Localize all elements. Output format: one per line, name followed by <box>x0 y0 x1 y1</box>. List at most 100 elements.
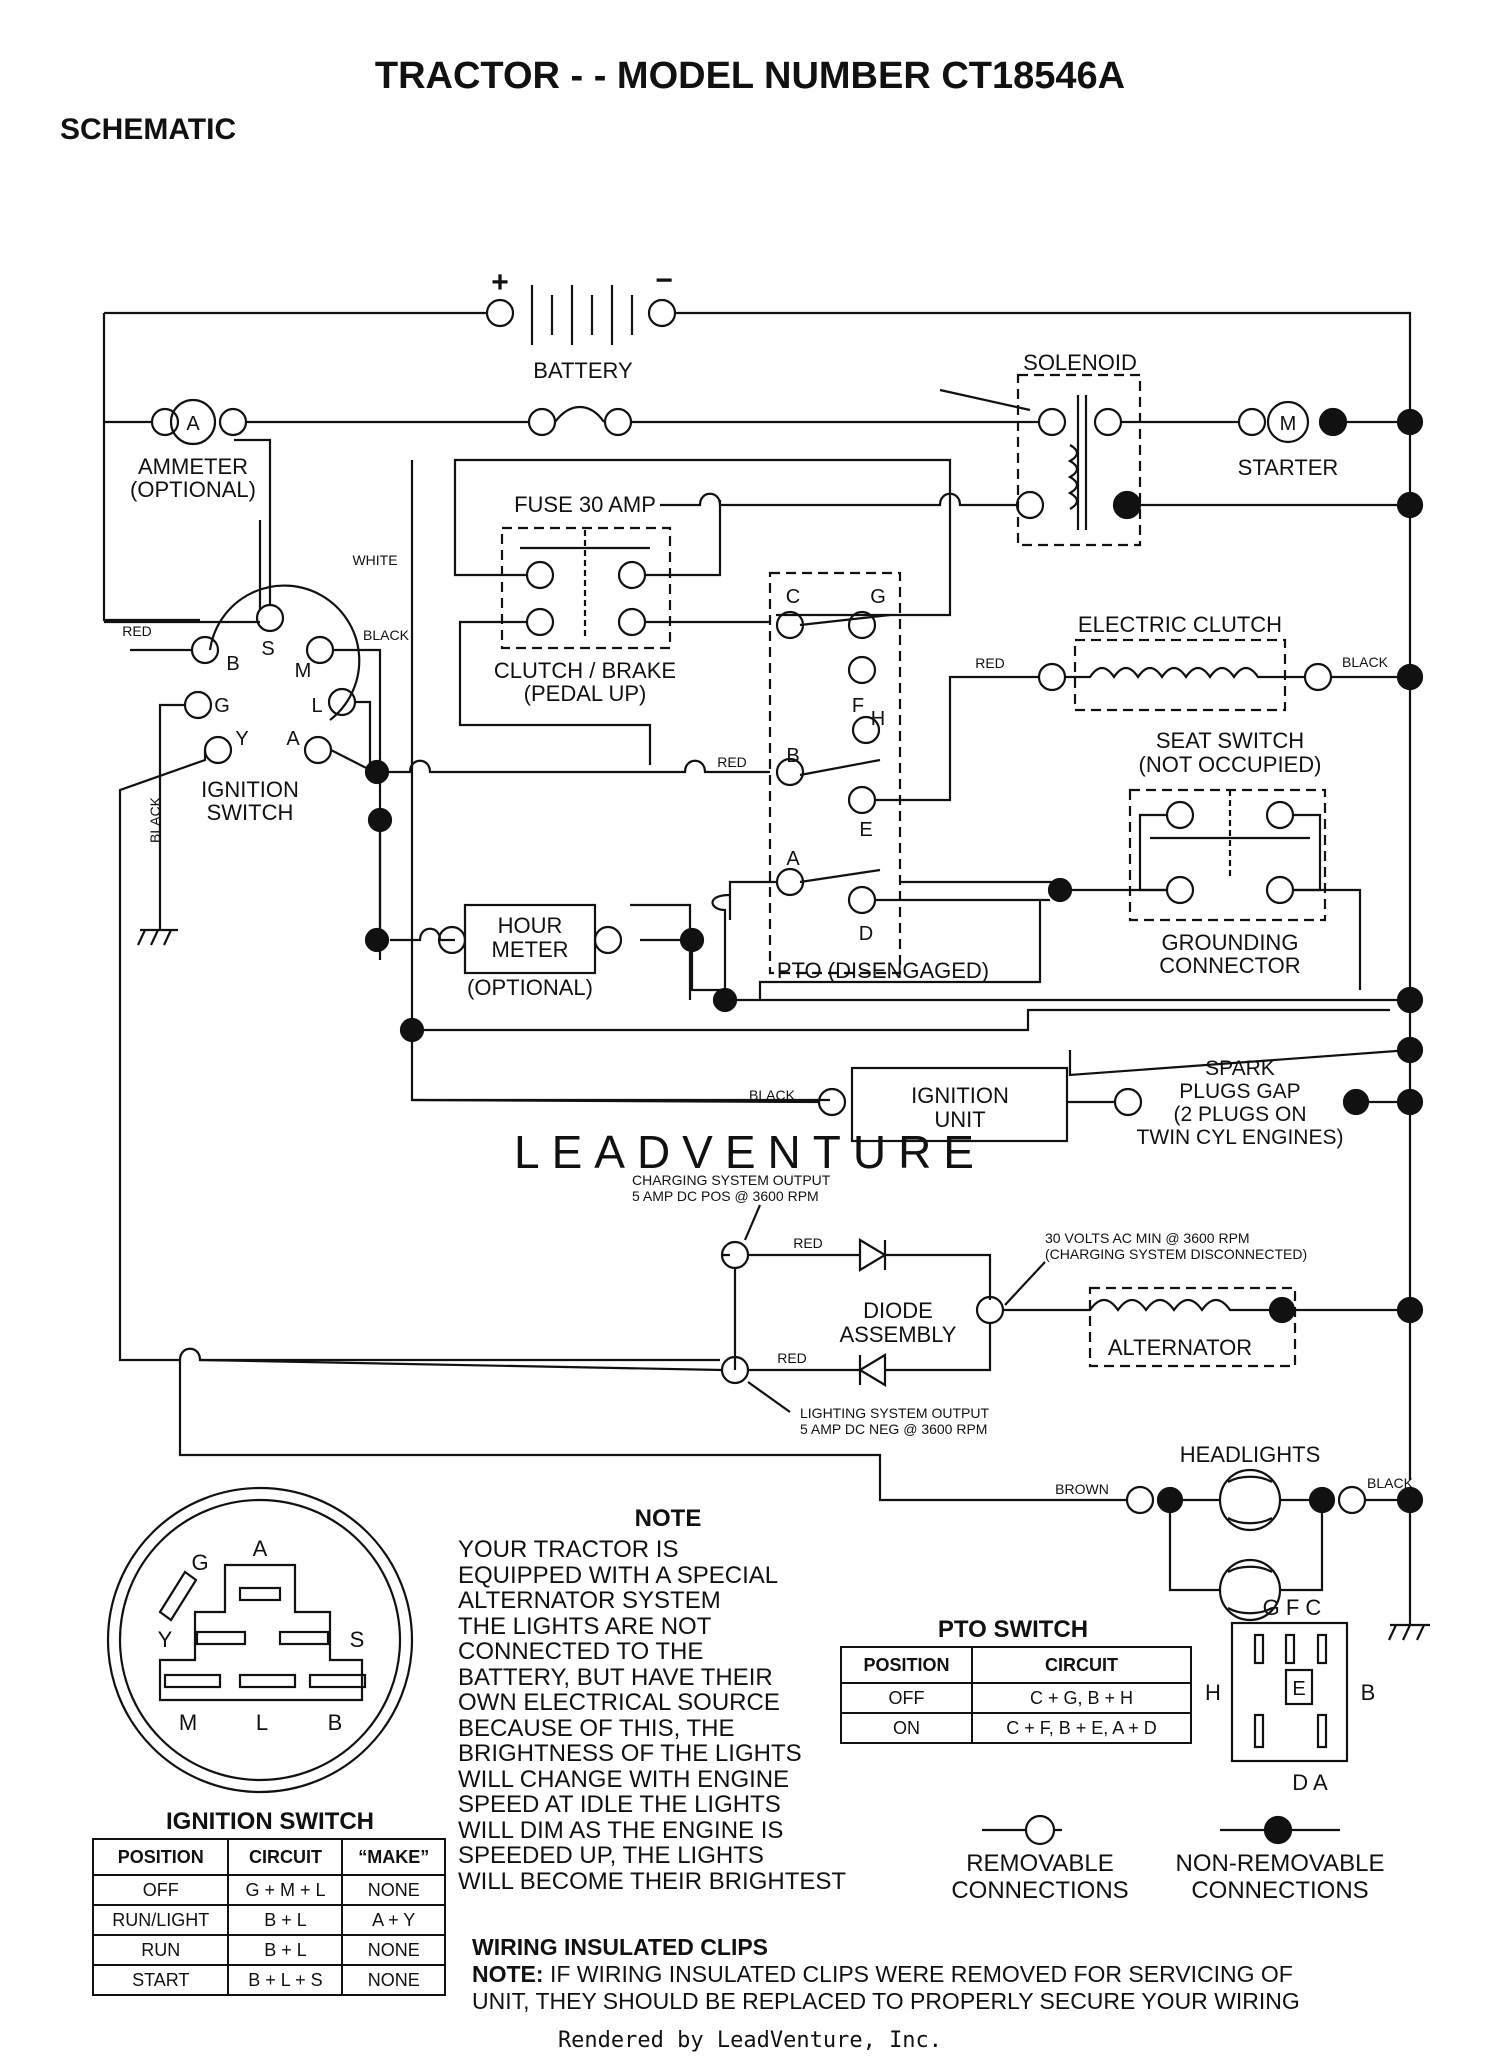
wire-label-red-clutch: RED <box>975 655 1005 671</box>
wire-label-black-headlights: BLACK <box>1367 1475 1414 1491</box>
charging-output-label-2: 5 AMP DC POS @ 3600 RPM <box>632 1188 819 1204</box>
table-cell: C + G, B + H <box>970 1682 1193 1714</box>
note-line: CONNECTED TO THE <box>458 1638 704 1665</box>
ign-terminal-g: G <box>214 695 230 717</box>
diode-assembly-label-2: ASSEMBLY <box>840 1322 957 1347</box>
pto-face-letters-top: G F C <box>1263 1595 1322 1620</box>
legend-non-removable-line-1: NON-REMOVABLE <box>1175 1850 1385 1877</box>
note-line: SPEED AT IDLE THE LIGHTS <box>458 1791 781 1818</box>
table-row: ON C + F, B + E, A + D <box>840 1712 1193 1744</box>
table-cell: RUN <box>91 1934 230 1966</box>
clips-line-2: UNIT, THEY SHOULD BE REPLACED TO PROPERL… <box>472 1988 1300 2014</box>
ignition-table-header: POSITION <box>91 1838 230 1876</box>
table-row: RUN B + L NONE <box>91 1934 446 1966</box>
alternator-note-1: 30 VOLTS AC MIN @ 3600 RPM <box>1045 1230 1250 1246</box>
clutch-brake-label-2: (PEDAL UP) <box>524 681 647 706</box>
pto-face-letters-bottom: D A <box>1292 1770 1328 1795</box>
pto-terminal-d: D <box>859 923 873 945</box>
note-line: SPEEDED UP, THE LIGHTS <box>458 1842 764 1869</box>
ammeter-label-2: (OPTIONAL) <box>130 477 256 502</box>
starter-label: STARTER <box>1238 455 1339 480</box>
ignition-unit-box <box>850 1066 1069 1143</box>
note-section: NOTE YOUR TRACTOR IS EQUIPPED WITH A SPE… <box>458 1505 878 1894</box>
note-title: NOTE <box>634 1505 702 1532</box>
pto-terminal-c: C <box>786 586 800 608</box>
wire-label-black-ground: BLACK <box>147 796 163 843</box>
ammeter-symbol: A <box>186 413 200 435</box>
ignition-switch-label-1: IGNITION <box>201 777 299 802</box>
fuse-link-terminal-right <box>603 407 633 437</box>
diode-assembly-label-1: DIODE <box>863 1298 933 1323</box>
headlight-top <box>1218 1468 1282 1532</box>
solenoid-box <box>1016 373 1142 547</box>
legend-removable-line-2: CONNECTIONS <box>951 1877 1129 1904</box>
electric-clutch-label: ELECTRIC CLUTCH <box>1078 612 1282 637</box>
battery-label: BATTERY <box>533 358 633 383</box>
ammeter-label-1: AMMETER <box>138 454 248 479</box>
hour-meter-label-1: HOUR <box>498 913 563 938</box>
grounding-connector-label-1: GROUNDING <box>1162 930 1299 955</box>
pto-terminal-f: F <box>852 695 864 717</box>
wire-label-red-pto: RED <box>717 754 747 770</box>
note-line: OWN ELECTRICAL SOURCE <box>458 1689 780 1716</box>
ignition-unit-label-1: IGNITION <box>911 1083 1009 1108</box>
legend-removable-line-1: REMOVABLE <box>966 1850 1114 1877</box>
lighting-output-label-1: LIGHTING SYSTEM OUTPUT <box>800 1405 989 1421</box>
note-line: ALTERNATOR SYSTEM <box>458 1587 721 1614</box>
spark-plugs-label-3: (2 PLUGS ON <box>1173 1103 1306 1126</box>
ignition-switch-label-2: SWITCH <box>207 800 294 825</box>
ignition-switch-table: POSITION CIRCUIT “MAKE” OFF G + M + L NO… <box>91 1838 446 1996</box>
clips-line-1: NOTE: IF WIRING INSULATED CLIPS WERE REM… <box>472 1961 1300 1988</box>
ign-terminal-l: L <box>311 695 322 717</box>
wire-label-black-clutch: BLACK <box>1342 654 1389 670</box>
note-line: BRIGHTNESS OF THE LIGHTS <box>458 1740 802 1767</box>
note-line: WILL CHANGE WITH ENGINE <box>458 1765 790 1793</box>
table-cell: OFF <box>840 1682 973 1714</box>
spark-plugs-label-2: PLUGS GAP <box>1179 1080 1300 1103</box>
ignition-table-header: CIRCUIT <box>227 1838 344 1876</box>
table-cell: RUN/LIGHT <box>91 1904 230 1936</box>
ground-symbol-left <box>137 928 178 946</box>
table-cell: NONE <box>341 1964 446 1996</box>
pto-table-title: PTO SWITCH <box>937 1616 1089 1643</box>
note-line: WILL BECOME THEIR BRIGHTEST <box>458 1867 847 1895</box>
fuse-box <box>500 526 672 650</box>
seat-switch-box <box>1128 788 1327 922</box>
ground-symbol-right <box>1388 1623 1430 1641</box>
grounding-connector-label-2: CONNECTOR <box>1159 953 1300 978</box>
battery-minus: − <box>655 264 673 297</box>
table-cell: G + M + L <box>227 1874 344 1906</box>
clutch-brake-label-1: CLUTCH / BRAKE <box>494 658 676 683</box>
pto-connector-face <box>1230 1621 1349 1763</box>
table-cell: START <box>91 1964 230 1996</box>
ign-terminal-a: A <box>286 728 300 750</box>
pto-terminal-g: G <box>870 586 886 608</box>
non-removable-connection-symbol <box>1220 1815 1340 1845</box>
clips-title: WIRING INSULATED CLIPS <box>472 1934 769 1960</box>
table-cell: ON <box>840 1712 973 1744</box>
ignition-connector-face <box>106 1486 414 1794</box>
battery-plus: + <box>491 266 509 299</box>
note-line: WILL DIM AS THE ENGINE IS <box>458 1816 784 1844</box>
ignition-table-header: “MAKE” <box>341 1838 446 1876</box>
hour-meter-optional: (OPTIONAL) <box>467 975 593 1000</box>
fusible-link <box>554 406 605 423</box>
pto-terminal-b: B <box>786 745 799 767</box>
table-cell: OFF <box>91 1874 230 1906</box>
ign-terminal-b: B <box>226 653 239 675</box>
pto-face-letter-h: H <box>1205 1680 1221 1705</box>
wire-label-black-ignition: BLACK <box>363 627 410 643</box>
wire-label-white: WHITE <box>352 552 397 568</box>
wire-label-red-diode-bottom: RED <box>777 1350 807 1366</box>
wire-label-brown: BROWN <box>1055 1481 1109 1497</box>
alternator-note-2: (CHARGING SYSTEM DISCONNECTED) <box>1045 1246 1307 1262</box>
pto-terminal-a: A <box>786 848 800 870</box>
face-letter-s: S <box>350 1627 365 1652</box>
note-line: BECAUSE OF THIS, THE <box>458 1714 735 1742</box>
seat-switch-label-2: (NOT OCCUPIED) <box>1139 752 1322 777</box>
wire-label-black-ignition-unit: BLACK <box>749 1087 796 1103</box>
headlights-label: HEADLIGHTS <box>1180 1442 1321 1467</box>
alternator-box <box>1088 1286 1297 1368</box>
pto-terminal-h: H <box>871 708 885 730</box>
